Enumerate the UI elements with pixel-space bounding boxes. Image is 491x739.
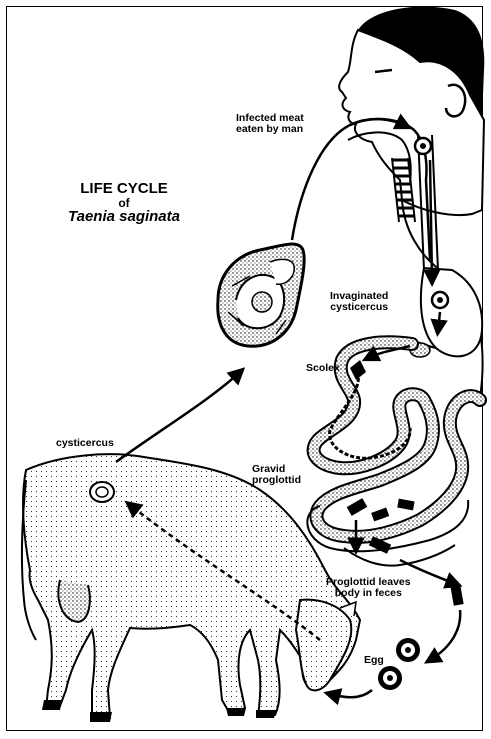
stomach	[421, 268, 482, 356]
label-invaginated-cysticercus: Invaginated cysticercus	[330, 291, 388, 313]
arrow-egg-to-cow	[330, 690, 372, 697]
label-invaginated-line2: cysticercus	[330, 302, 388, 313]
cow-head	[296, 600, 351, 691]
gravid-proglottid-1	[347, 498, 368, 516]
title-line-1: LIFE CYCLE	[54, 181, 194, 197]
label-cysticercus: cysticercus	[56, 438, 114, 449]
label-gravid-proglottid: Gravid proglottid	[252, 464, 301, 486]
arrow-feces-to-egg	[430, 610, 460, 660]
cow-cysticercus	[90, 482, 114, 502]
label-proglottid-leaves-line2: body in feces	[326, 588, 411, 599]
scolex	[350, 360, 366, 380]
cow	[22, 454, 360, 722]
arrow-cow-to-meat	[116, 372, 240, 462]
label-infected-meat: Infected meat eaten by man	[236, 113, 304, 135]
eggs	[378, 638, 420, 690]
title-line-3: Taenia saginata	[54, 209, 194, 225]
label-scolex: Scolex	[306, 363, 340, 374]
expelled-proglottid	[450, 584, 463, 605]
diagram-title: LIFE CYCLE of Taenia saginata	[54, 181, 194, 225]
label-proglottid-leaves: Proglottid leaves body in feces	[326, 577, 411, 599]
intestines	[307, 342, 480, 605]
infected-meat	[218, 244, 304, 346]
label-gravid-line2: proglottid	[252, 475, 301, 486]
gravid-proglottid-2	[371, 508, 389, 522]
label-infected-meat-line2: eaten by man	[236, 124, 304, 135]
label-egg: Egg	[364, 655, 384, 666]
gravid-proglottid-3	[397, 499, 414, 511]
